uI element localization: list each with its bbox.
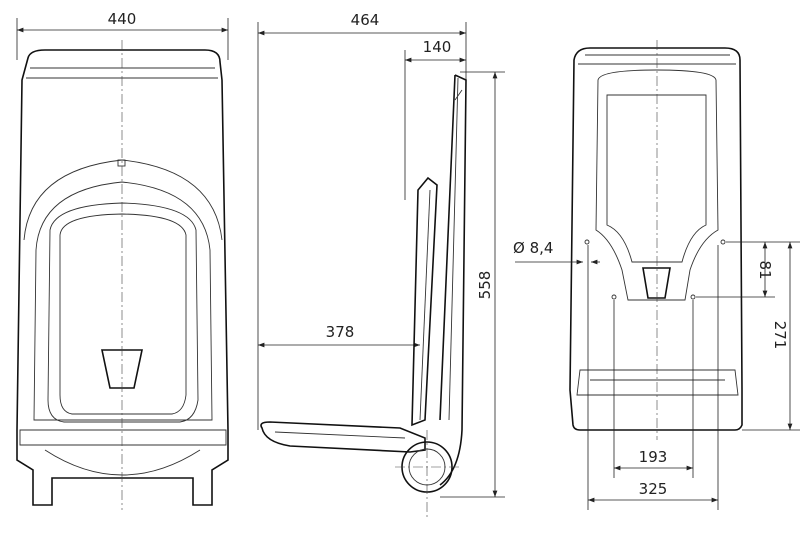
inner-hole-spacing-label: 193	[639, 448, 668, 466]
outer-hole-spacing-label: 325	[639, 480, 668, 498]
hole-diameter-label: Ø 8,4	[513, 239, 553, 257]
side-view: 464 140 558 378	[257, 11, 505, 520]
width-label: 440	[108, 10, 137, 28]
seat-depth-label: 378	[326, 323, 355, 341]
height-label: 558	[476, 271, 494, 300]
back-depth-label: 140	[423, 38, 452, 56]
hole-height-label: 271	[771, 321, 789, 350]
hole-vertical-spacing-label: 81	[756, 260, 774, 279]
front-view: 440	[16, 10, 229, 510]
depth-label: 464	[351, 11, 380, 29]
rear-view: Ø 8,4 81 271 193 325	[513, 40, 800, 510]
